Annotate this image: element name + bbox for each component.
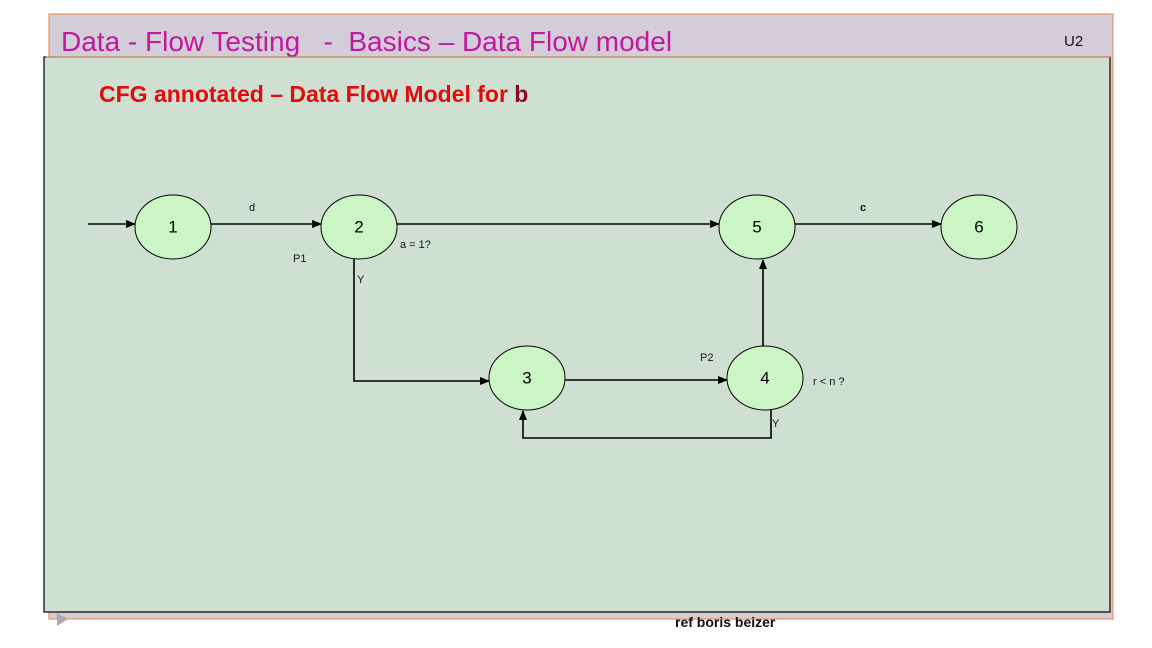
node-4: 4 [726, 345, 804, 411]
node-2: 2 [320, 194, 398, 260]
subtitle-variable: b [514, 81, 528, 107]
node-label: 5 [752, 218, 761, 237]
label-yes-4: Y [772, 418, 780, 430]
label-yes-2: Y [357, 274, 365, 286]
node-5: 5 [718, 194, 796, 260]
content-panel [43, 56, 1111, 613]
slide-subtitle: CFG annotated – Data Flow Model for b [99, 81, 528, 107]
node-label: 6 [974, 218, 983, 237]
label-predicate-4: r < n ? [813, 376, 845, 388]
node-label: 2 [354, 218, 363, 237]
subtitle-text: CFG annotated – Data Flow Model for [99, 81, 514, 107]
node-3: 3 [488, 345, 566, 411]
label-p1: P1 [293, 253, 306, 265]
edge-4-3 [519, 410, 772, 439]
footer-reference: ref boris beizer [675, 614, 776, 630]
node-label: 4 [760, 369, 769, 388]
label-p2: P2 [700, 352, 713, 364]
node-label: 3 [522, 369, 531, 388]
label-c: c [860, 202, 866, 214]
slide-title: Data - Flow Testing - Basics – Data Flow… [61, 26, 672, 57]
node-1: 1 [134, 194, 212, 260]
label-d: d [249, 202, 255, 214]
node-label: 1 [168, 218, 177, 237]
footer-triangle-icon [57, 613, 68, 626]
node-6: 6 [940, 194, 1018, 260]
label-predicate-2: a = 1? [400, 239, 431, 251]
unit-tag: U2 [1064, 33, 1083, 50]
edge-2-3 [353, 259, 490, 385]
